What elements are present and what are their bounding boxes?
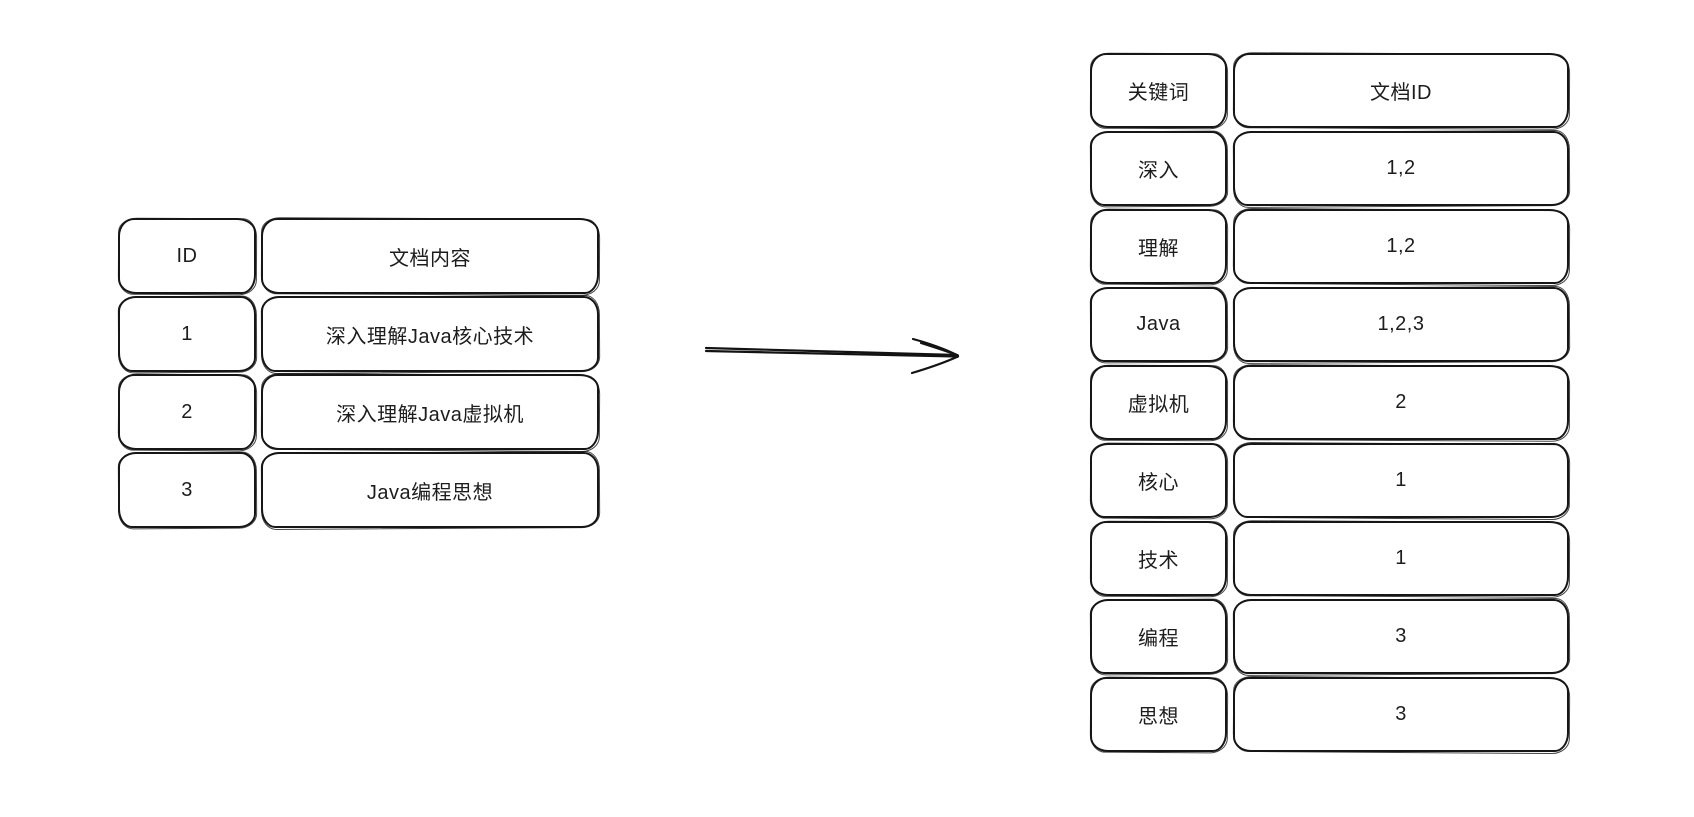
document-content-cell: 深入理解Java核心技术 — [261, 296, 599, 372]
keyword-cell: 理解 — [1090, 209, 1227, 284]
keyword-cell: 编程 — [1090, 599, 1227, 674]
document-id-cell: 1 — [118, 296, 256, 372]
index-table-row: 思想 3 — [1090, 677, 1569, 752]
document-content-cell: 深入理解Java虚拟机 — [261, 374, 599, 450]
docids-cell: 1,2 — [1233, 209, 1569, 284]
document-table-header-content: 文档内容 — [261, 218, 599, 294]
docids-cell: 1 — [1233, 521, 1569, 596]
inverted-index-table: 关键词 文档ID 深入 1,2 理解 1,2 Java 1,2,3 虚拟机 2 … — [1090, 53, 1569, 752]
index-table-row: 技术 1 — [1090, 521, 1569, 596]
document-id-cell: 2 — [118, 374, 256, 450]
keyword-cell: 深入 — [1090, 131, 1227, 206]
keyword-cell: Java — [1090, 287, 1227, 362]
index-table-row: Java 1,2,3 — [1090, 287, 1569, 362]
index-table-row: 虚拟机 2 — [1090, 365, 1569, 440]
index-table-row: 核心 1 — [1090, 443, 1569, 518]
index-table-row: 编程 3 — [1090, 599, 1569, 674]
keyword-cell: 技术 — [1090, 521, 1227, 596]
docids-cell: 1,2 — [1233, 131, 1569, 206]
keyword-cell: 虚拟机 — [1090, 365, 1227, 440]
docids-cell: 3 — [1233, 677, 1569, 752]
index-table-row: 理解 1,2 — [1090, 209, 1569, 284]
document-table-row: 3 Java编程思想 — [118, 452, 599, 528]
docids-cell: 1 — [1233, 443, 1569, 518]
document-table-row: 2 深入理解Java虚拟机 — [118, 374, 599, 450]
docids-cell: 3 — [1233, 599, 1569, 674]
right-arrow-icon — [704, 337, 960, 375]
document-table-header-id: ID — [118, 218, 256, 294]
document-content-cell: Java编程思想 — [261, 452, 599, 528]
index-table-header-docids: 文档ID — [1233, 53, 1569, 128]
document-table-row: 1 深入理解Java核心技术 — [118, 296, 599, 372]
keyword-cell: 核心 — [1090, 443, 1227, 518]
docids-cell: 1,2,3 — [1233, 287, 1569, 362]
document-table-header-row: ID 文档内容 — [118, 218, 599, 294]
keyword-cell: 思想 — [1090, 677, 1227, 752]
index-table-header-row: 关键词 文档ID — [1090, 53, 1569, 128]
index-table-row: 深入 1,2 — [1090, 131, 1569, 206]
document-id-cell: 3 — [118, 452, 256, 528]
docids-cell: 2 — [1233, 365, 1569, 440]
document-table: ID 文档内容 1 深入理解Java核心技术 2 深入理解Java虚拟机 3 J… — [118, 218, 599, 528]
index-table-header-keyword: 关键词 — [1090, 53, 1227, 128]
